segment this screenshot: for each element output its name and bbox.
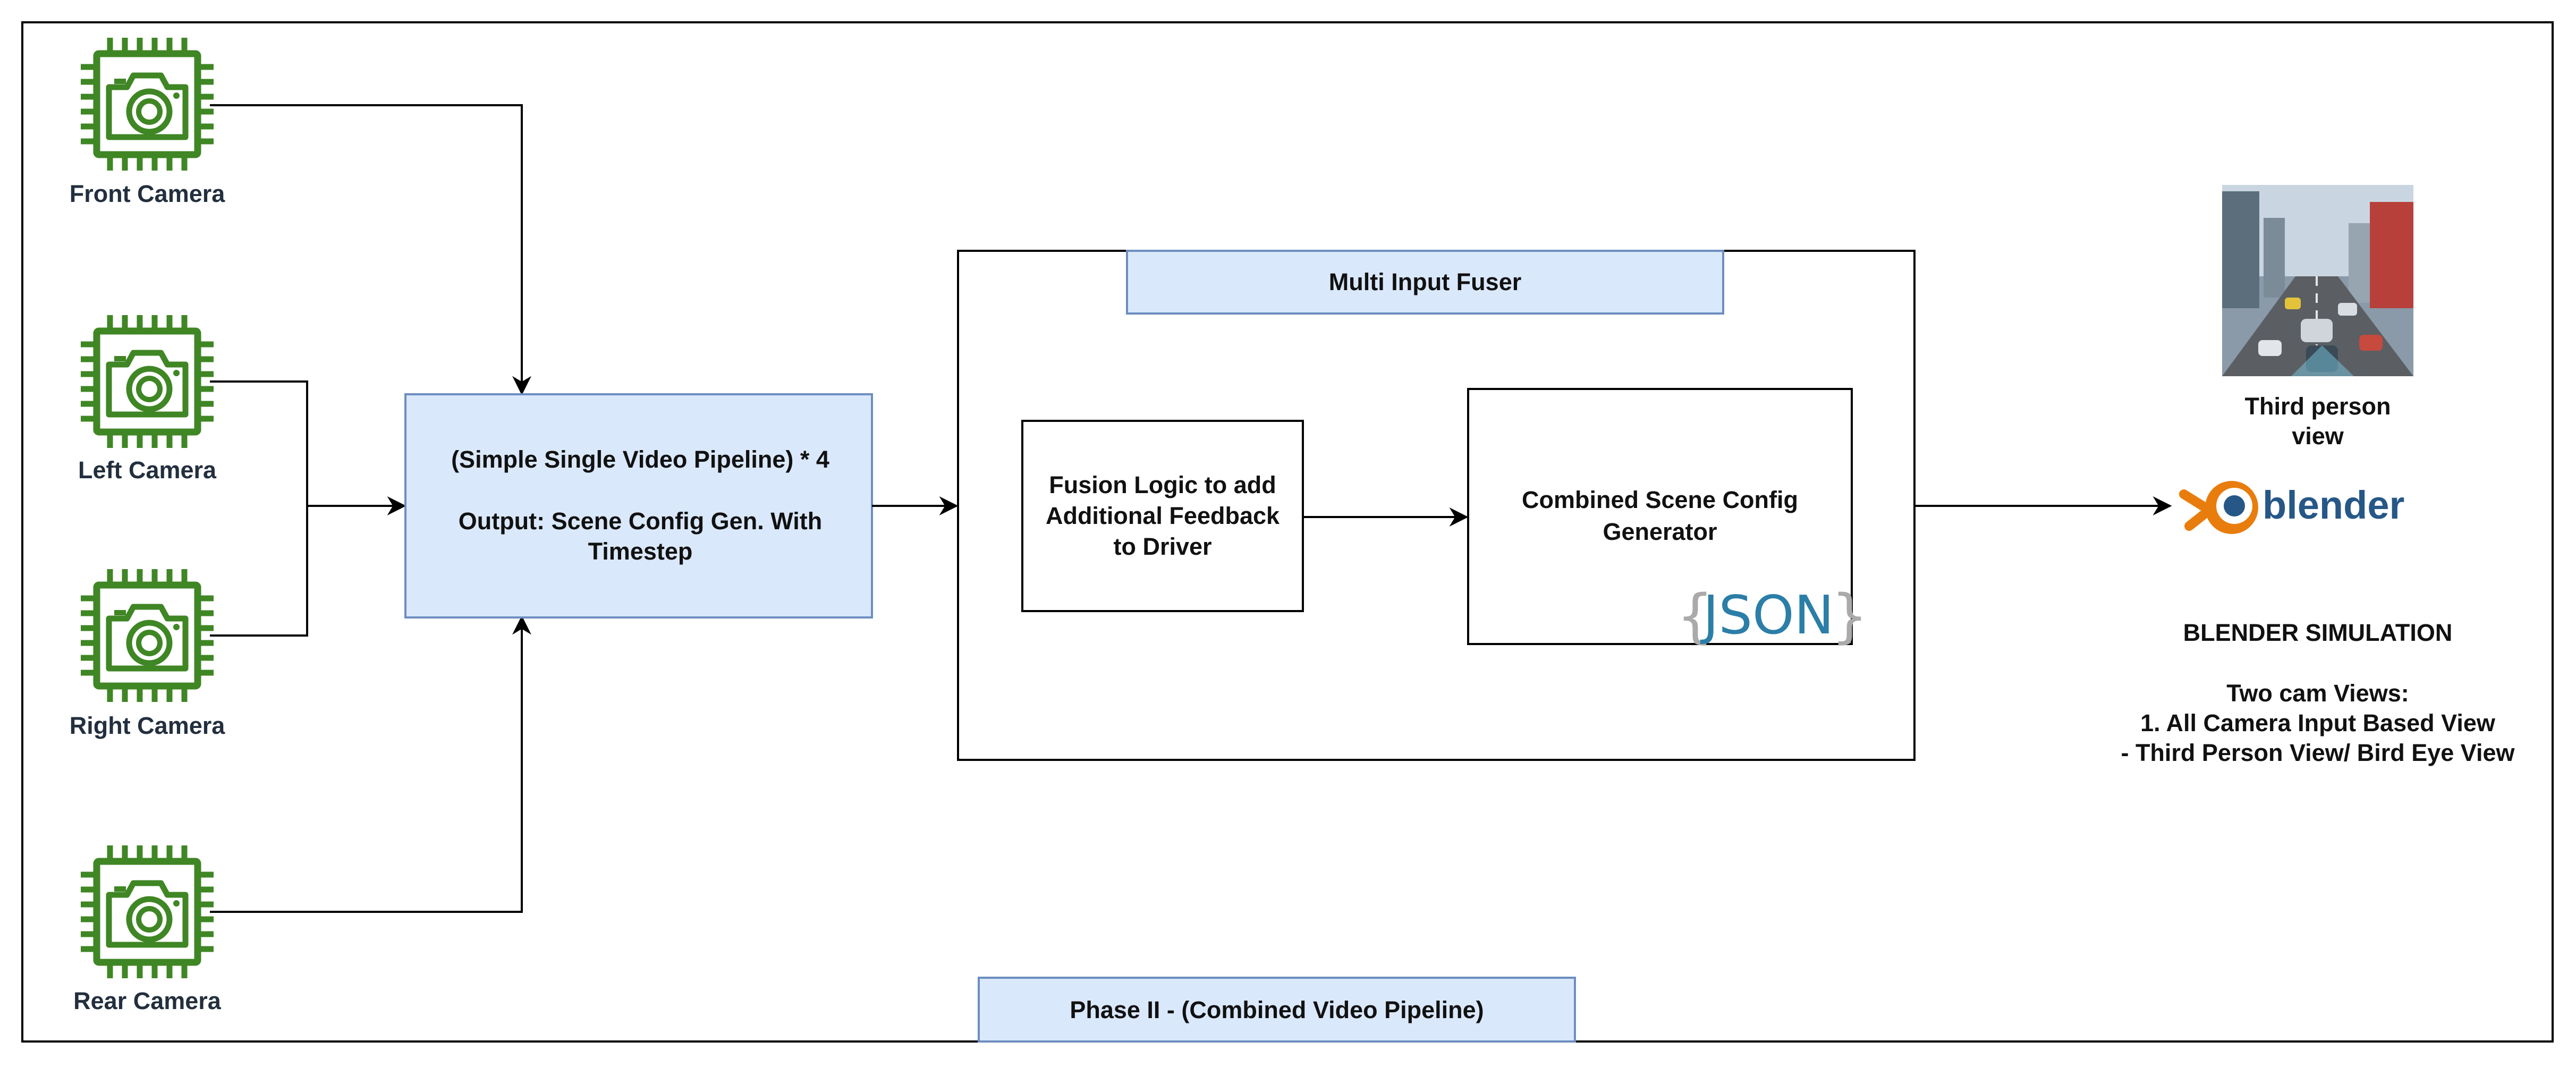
pipeline-output-line: Output: Scene Config Gen. With	[459, 507, 823, 535]
views-item1: 1. All Camera Input Based View	[2140, 709, 2496, 736]
front-camera-connector	[210, 104, 531, 395]
left-camera-label: Left Camera	[78, 456, 217, 484]
camera-chip-icon	[81, 569, 214, 702]
rear-camera-connector	[210, 615, 531, 913]
right-camera: Right Camera	[70, 569, 226, 739]
third-person-label-line1: Third person	[2244, 393, 2391, 420]
front-camera-label: Front Camera	[70, 180, 226, 207]
views-heading: Two cam Views:	[2226, 680, 2409, 707]
third-person-label-line2: view	[2292, 422, 2344, 450]
json-word: JSON	[1700, 584, 1834, 646]
left-camera-connector	[210, 380, 308, 637]
blender-logo-icon: blender	[2179, 481, 2404, 534]
fusion-logic-line2: Additional Feedback	[1046, 502, 1280, 529]
front-camera: Front Camera	[70, 38, 226, 207]
camera-chip-icon	[81, 38, 214, 171]
combined-line2: Generator	[1603, 518, 1717, 545]
video-pipeline-box: (Simple Single Video Pipeline) * 4 Outpu…	[404, 393, 873, 619]
json-close-brace: }	[1831, 582, 1868, 650]
combined-scene-config-box: Combined Scene Config Generator { JSON }	[1467, 388, 1868, 650]
fuser-title: Multi Input Fuser	[1329, 268, 1521, 295]
views-item2: - Third Person View/ Bird Eye View	[2121, 739, 2515, 766]
rear-camera: Rear Camera	[73, 845, 222, 1014]
blender-sim-title: BLENDER SIMULATION	[2183, 619, 2453, 646]
right-camera-label: Right Camera	[70, 712, 226, 739]
phase-label: Phase II - (Combined Video Pipeline)	[978, 977, 1576, 1043]
fusion-logic-box: Fusion Logic to add Additional Feedback …	[1021, 420, 1304, 612]
pipeline-title: (Simple Single Video Pipeline) * 4	[451, 446, 829, 473]
pipeline-output-line2: Timestep	[588, 538, 693, 565]
camera-chip-icon	[81, 845, 214, 978]
json-logo-icon: { JSON }	[1676, 582, 1868, 650]
blender-logo-text: blender	[2263, 483, 2404, 527]
rear-camera-label: Rear Camera	[73, 987, 222, 1014]
phase-label-text: Phase II - (Combined Video Pipeline)	[1070, 996, 1484, 1023]
third-person-road-image	[2222, 185, 2413, 376]
json-open-brace: {	[1676, 582, 1714, 650]
camera-chip-icon	[81, 315, 214, 448]
fusion-logic-line1: Fusion Logic to add	[1049, 471, 1276, 498]
left-camera: Left Camera	[78, 315, 217, 484]
fusion-logic-line3: to Driver	[1113, 533, 1211, 560]
combined-line1: Combined Scene Config	[1522, 486, 1798, 513]
